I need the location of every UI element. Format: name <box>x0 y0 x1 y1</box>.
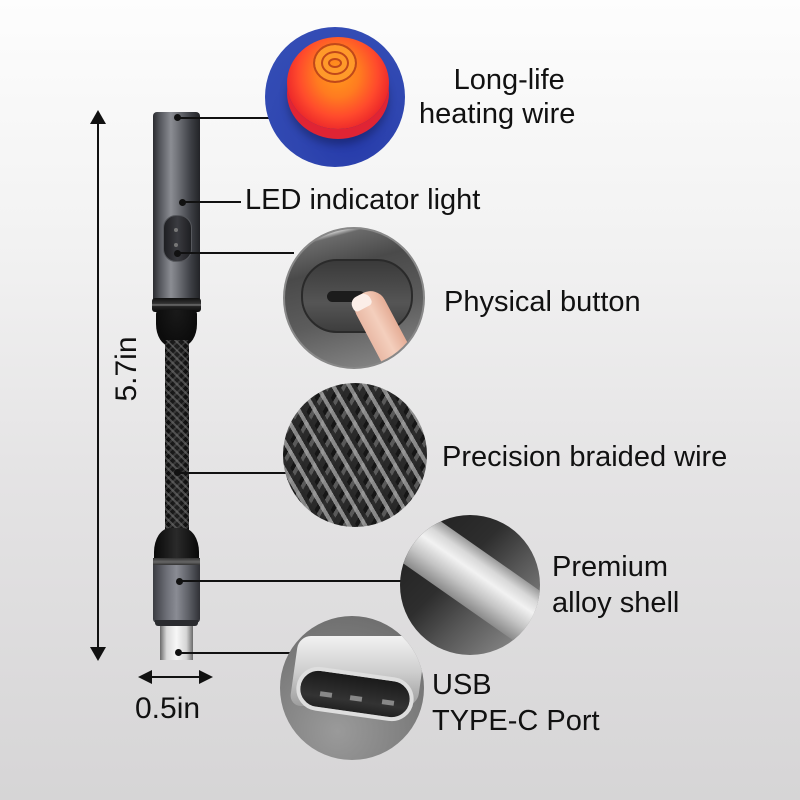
arrow-down-icon <box>90 647 106 661</box>
feature-label-button: Physical button <box>444 286 641 318</box>
leader-dot <box>174 250 181 257</box>
heating-wire-closeup <box>265 27 405 167</box>
width-dimension-line <box>150 676 202 678</box>
heating-spiral-icon <box>313 43 357 83</box>
physical-button-closeup <box>283 227 425 369</box>
device-button <box>163 215 192 262</box>
device-shell-base <box>155 620 198 626</box>
alloy-shell-closeup <box>400 515 540 655</box>
leader-dot <box>174 469 181 476</box>
device-tube <box>153 112 200 307</box>
feature-label-alloy: Premium alloy shell <box>552 551 680 619</box>
leader-dot <box>174 114 181 121</box>
leader-line-led <box>183 201 241 203</box>
leader-line-alloy <box>180 580 402 582</box>
leader-line-usbc <box>179 652 291 654</box>
leader-dot <box>176 578 183 585</box>
button-slot <box>327 291 365 302</box>
alloy-bar <box>400 515 540 655</box>
usbc-port-closeup <box>280 616 424 760</box>
feature-label-led: LED indicator light <box>245 184 481 216</box>
braided-wire-closeup <box>283 383 427 527</box>
leader-line-braid <box>178 472 286 474</box>
leader-dot <box>179 199 186 206</box>
length-dimension-line <box>97 122 99 650</box>
device-alloy-shell <box>153 565 200 623</box>
button-pip <box>174 228 178 232</box>
arrow-left-icon <box>138 670 152 684</box>
arrow-up-icon <box>90 110 106 124</box>
feature-label-braid: Precision braided wire <box>442 441 728 473</box>
width-dimension-label: 0.5in <box>135 692 201 725</box>
leader-line-heating <box>178 117 270 119</box>
arrow-right-icon <box>199 670 213 684</box>
device-ring <box>152 298 201 312</box>
button-pip <box>174 243 178 247</box>
feature-label-heating: Long-life heating wire <box>419 64 576 130</box>
device-braided-cable <box>165 340 189 535</box>
leader-dot <box>175 649 182 656</box>
leader-line-button <box>178 252 294 254</box>
device-boot-band <box>153 558 200 566</box>
length-dimension-label: 5.7in <box>110 336 143 402</box>
feature-label-usbc: USB TYPE-C Port <box>432 669 600 737</box>
